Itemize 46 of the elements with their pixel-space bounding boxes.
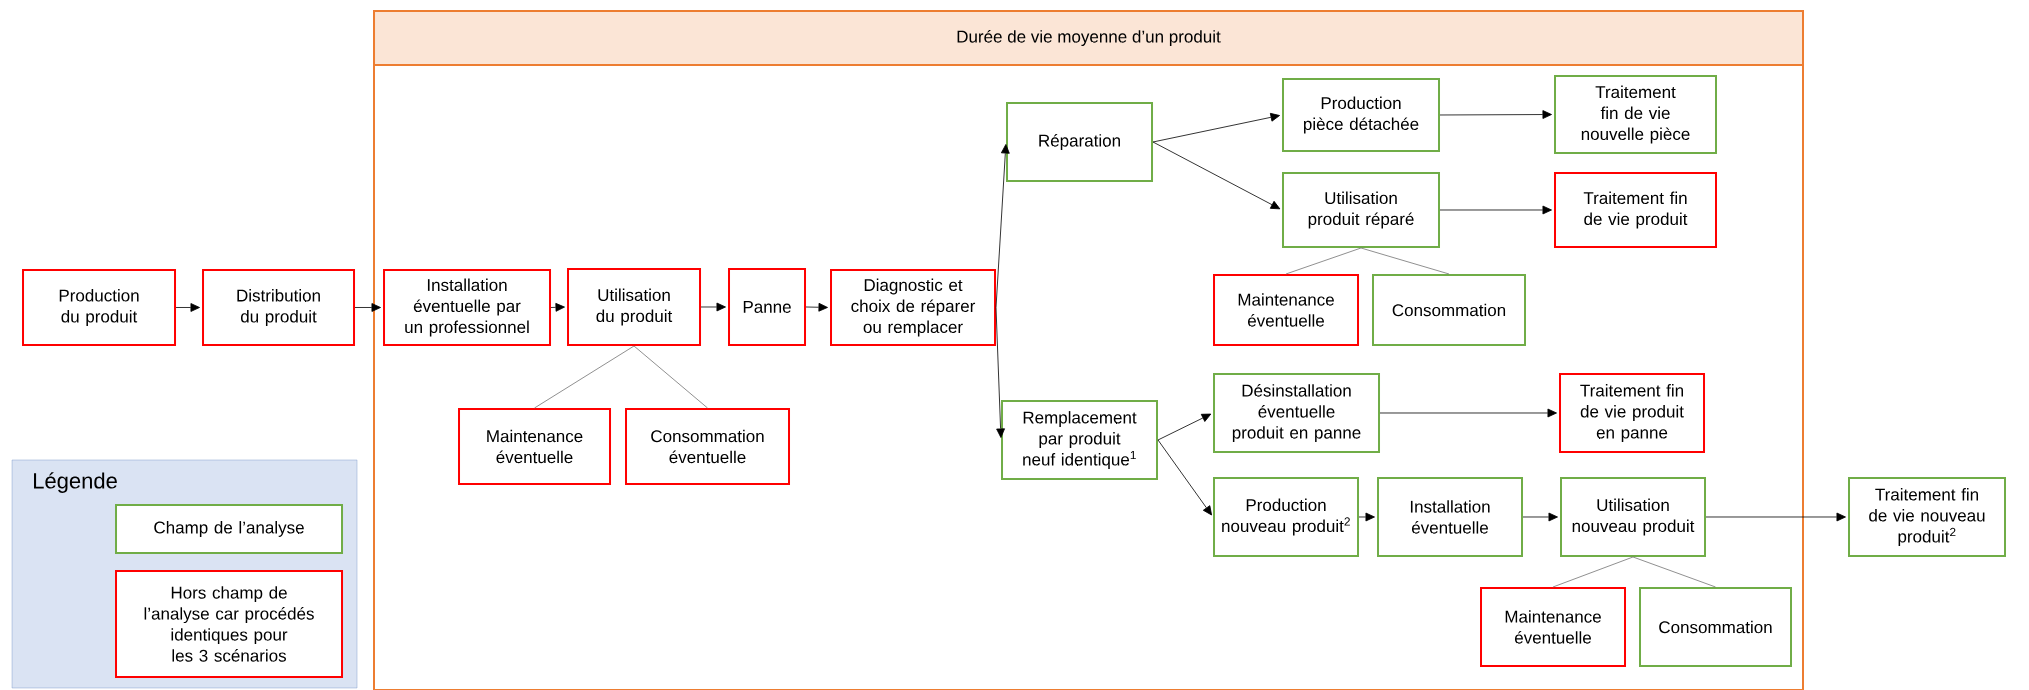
process-box: Utilisation du produit [567,268,701,346]
process-box: Maintenance éventuelle [1480,587,1626,667]
legend-entry: Hors champ de l’analyse car procédés identiques pour les 3 scénarios [115,570,343,678]
arrow [1157,413,1212,441]
process-box: Utilisation nouveau produit [1560,477,1706,557]
process-box: Traitement fin de vie nouveau produit$^{2}$ [1848,477,2006,557]
arrow [995,144,1010,308]
process-box: Production du produit [22,269,176,346]
arrow [1152,112,1280,143]
process-box: Traitement fin de vie produit en panne [1559,373,1705,453]
arrow [1157,439,1212,516]
process-box: Consommation [1372,274,1526,346]
legend-entry: Champ de l’analyse [115,504,343,554]
process-box: Remplacement par produit neuf identique$^{1}$ [1001,400,1158,480]
process-box: Panne [728,268,806,346]
connector-line [633,345,708,409]
arrow [1379,408,1557,418]
process-box: Maintenance éventuelle [1213,274,1359,346]
process-box: Utilisation produit réparé [1282,172,1440,248]
arrow [1439,110,1552,119]
process-box: Diagnostic et choix de réparer ou remplacer [830,269,996,346]
process-box: Traitement fin de vie nouvelle pièce [1554,75,1717,154]
arrow [700,302,726,312]
process-box: Production pièce détachée [1282,78,1440,152]
process-box: Consommation éventuelle [625,408,790,485]
process-box: Distribution du produit [202,269,355,346]
arrow [995,307,1005,438]
arrow [1358,512,1375,522]
process-box: Désinstallation éventuelle produit en panne [1213,373,1380,453]
process-box: Réparation [1006,102,1153,182]
arrow [175,303,200,312]
process-box: Consommation [1639,587,1792,667]
arrow [354,303,381,312]
process-box: Maintenance éventuelle [458,408,611,485]
process-box: Installation éventuelle par un professionnel [383,269,551,346]
legend-title: Légende [34,472,117,493]
process-box: Traitement fin de vie produit [1554,172,1717,248]
process-box: Production nouveau produit$^{2}$ [1213,477,1359,557]
arrow [1522,512,1558,522]
connector-line [534,345,635,409]
process-box: Installation éventuelle [1377,477,1523,557]
arrow [1152,141,1281,210]
arrow [1705,512,1846,522]
arrow [1439,205,1552,215]
arrow [805,302,828,312]
arrow [550,302,565,312]
